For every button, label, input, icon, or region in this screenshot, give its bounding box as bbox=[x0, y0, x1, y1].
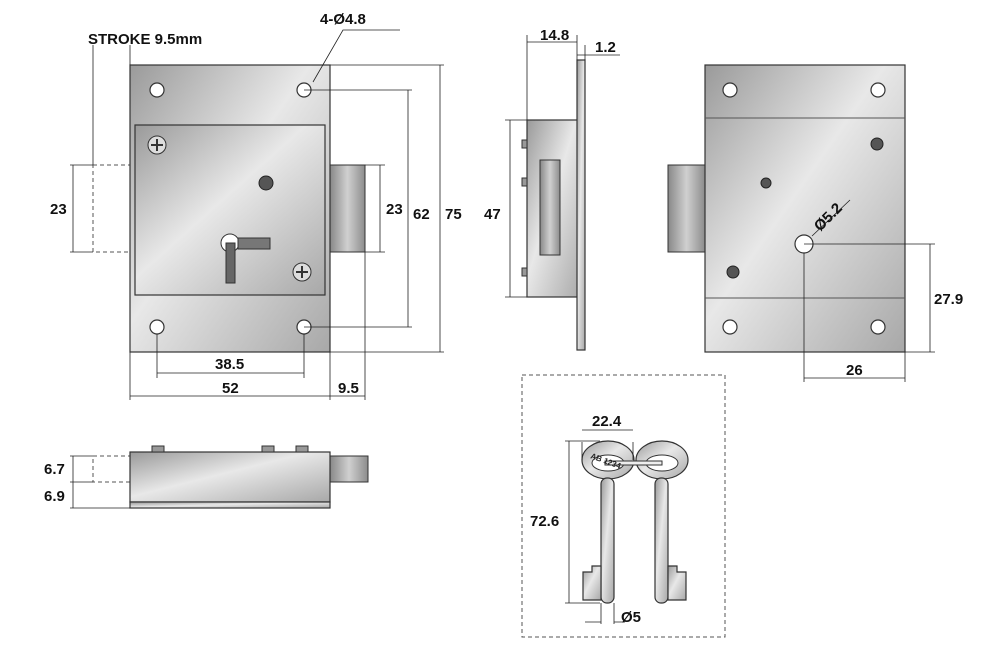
stroke-outline-bottom bbox=[92, 455, 131, 483]
mount-hole bbox=[722, 319, 738, 335]
plate-height-label: 75 bbox=[445, 206, 462, 223]
key-ring bbox=[604, 460, 663, 466]
bolt-height-label: 23 bbox=[386, 201, 403, 218]
keyhole-ward bbox=[237, 237, 271, 250]
key-length-label: 72.6 bbox=[530, 513, 559, 530]
side-flange bbox=[576, 59, 586, 351]
mount-hole bbox=[870, 319, 886, 335]
tab bbox=[521, 177, 528, 187]
bow-width-label: 22.4 bbox=[592, 413, 622, 430]
depth-label: 14.8 bbox=[540, 27, 569, 44]
bottom-case bbox=[129, 451, 331, 503]
rear-bolt bbox=[667, 164, 706, 253]
stroke-label: STROKE 9.5mm bbox=[88, 31, 202, 48]
bottom-bolt bbox=[329, 455, 369, 483]
flange-label: 1.2 bbox=[595, 39, 616, 56]
stroke-height-label: 23 bbox=[50, 201, 67, 218]
mount-hole bbox=[722, 82, 738, 98]
hole-spacing-v-label: 62 bbox=[413, 206, 430, 223]
mount-hole bbox=[149, 319, 165, 335]
hole-spacing-h-label: 38.5 bbox=[215, 356, 244, 373]
case-thickness-label: 6.7 bbox=[44, 461, 65, 478]
plate-offset-label: 6.9 bbox=[44, 488, 65, 505]
bolt bbox=[329, 164, 366, 253]
rear-plate bbox=[704, 64, 906, 353]
key-right bbox=[635, 440, 689, 604]
keyhole-slot bbox=[225, 242, 236, 284]
bottom-plate bbox=[129, 501, 331, 509]
keys-view: AB 1234 22.4 72.6 Ø5 bbox=[521, 374, 726, 638]
side-view: 14.8 1.2 47 bbox=[484, 27, 620, 351]
keys-box bbox=[521, 374, 726, 638]
plate-width-label: 52 bbox=[222, 380, 239, 397]
tab bbox=[261, 445, 275, 453]
pin-offset-label: 26 bbox=[846, 362, 863, 379]
pin-icon bbox=[258, 175, 274, 191]
rivet-icon bbox=[870, 137, 884, 151]
case-height-label: 47 bbox=[484, 206, 501, 223]
rivet-icon bbox=[726, 265, 740, 279]
front-view: STROKE 9.5mm 4-Ø4.8 23 23 62 75 38.5 52 … bbox=[50, 11, 462, 400]
tab bbox=[151, 445, 165, 453]
rivet-icon bbox=[760, 177, 772, 189]
rear-view: Ø5.2 27.9 26 bbox=[667, 64, 963, 382]
shank-diameter-label: Ø5 bbox=[621, 609, 641, 626]
stroke-outline bbox=[92, 164, 131, 253]
holes-label: 4-Ø4.8 bbox=[320, 11, 366, 28]
tab bbox=[521, 267, 528, 277]
side-bolt bbox=[539, 159, 561, 256]
tab bbox=[295, 445, 309, 453]
screw-cross bbox=[296, 266, 308, 278]
screw-cross bbox=[151, 139, 163, 151]
mount-hole bbox=[870, 82, 886, 98]
tab bbox=[521, 139, 528, 149]
bolt-projection-label: 9.5 bbox=[338, 380, 359, 397]
mount-hole bbox=[149, 82, 165, 98]
pin-height-label: 27.9 bbox=[934, 291, 963, 308]
bottom-view: 6.7 6.9 bbox=[44, 445, 369, 509]
